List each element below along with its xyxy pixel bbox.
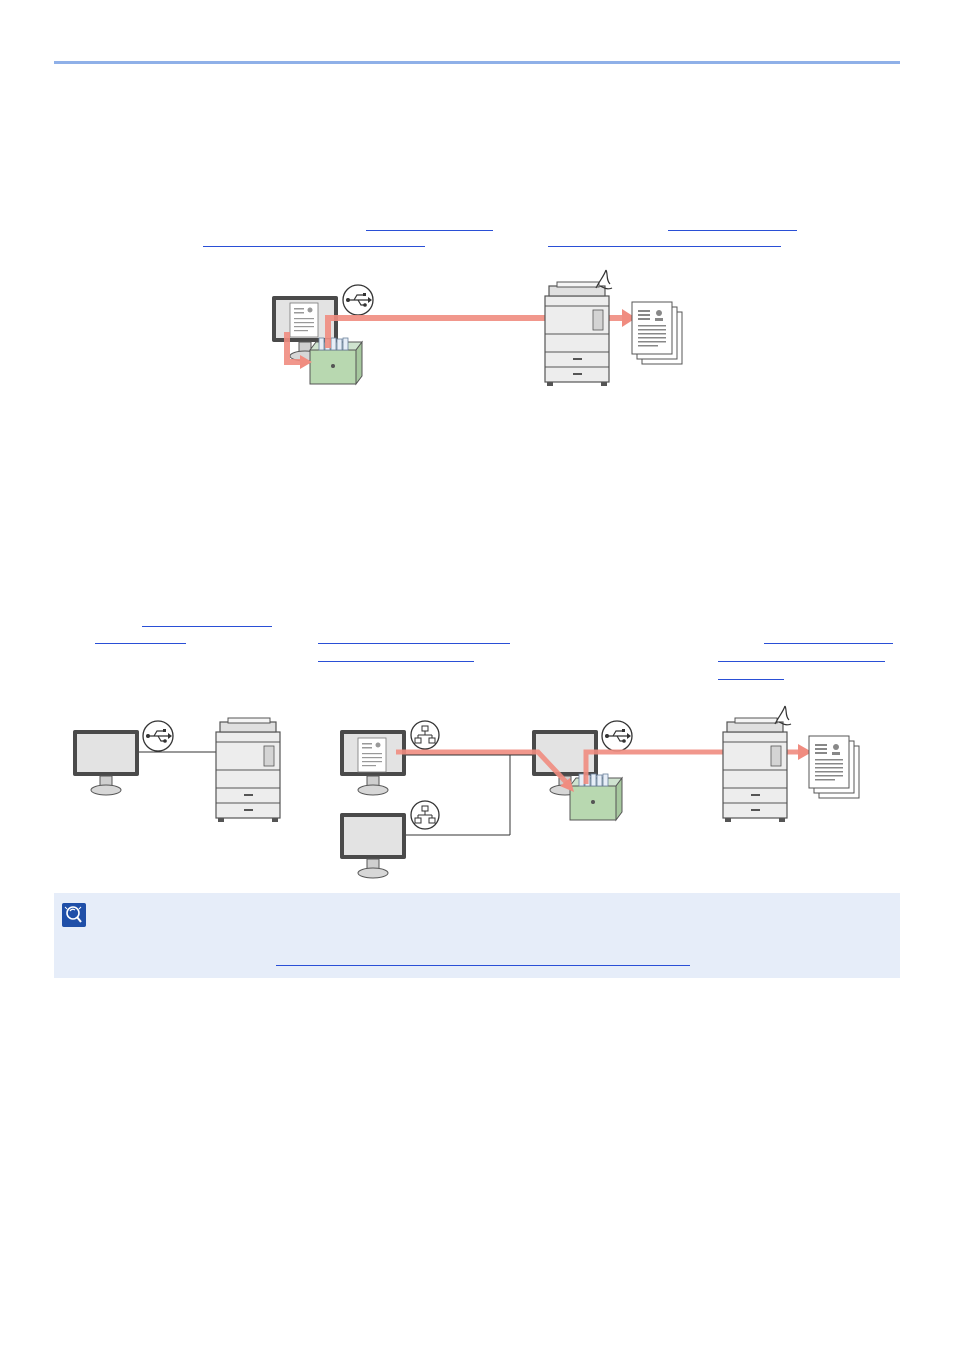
note-link-underline[interactable] bbox=[276, 965, 690, 966]
link-underline[interactable] bbox=[366, 230, 493, 231]
link-underline[interactable] bbox=[764, 643, 893, 644]
flow-arrow-head bbox=[300, 355, 312, 369]
header-rule bbox=[54, 61, 900, 64]
usb-icon bbox=[142, 720, 174, 752]
flow-arrow-head bbox=[798, 744, 812, 760]
printer-icon bbox=[544, 281, 610, 387]
note-box bbox=[54, 893, 900, 978]
usb-icon bbox=[342, 284, 374, 316]
link-underline[interactable] bbox=[318, 661, 474, 662]
link-underline[interactable] bbox=[718, 661, 885, 662]
flow-arrow-head bbox=[622, 309, 636, 327]
flow-arrow bbox=[396, 749, 568, 784]
network-icon bbox=[410, 800, 440, 830]
computer-icon bbox=[72, 729, 140, 796]
link-underline[interactable] bbox=[318, 643, 510, 644]
link-underline[interactable] bbox=[95, 643, 186, 644]
link-underline[interactable] bbox=[203, 246, 425, 247]
storage-box-icon bbox=[309, 337, 363, 385]
flow-arrow bbox=[325, 315, 625, 348]
flow-arrow-head bbox=[560, 778, 574, 792]
printer-icon bbox=[722, 717, 788, 823]
document-thumbnail bbox=[357, 737, 387, 773]
usb-icon bbox=[601, 720, 633, 752]
link-underline[interactable] bbox=[718, 679, 784, 680]
storage-box-icon bbox=[569, 773, 623, 821]
printer-icon bbox=[215, 717, 281, 823]
document-thumbnail bbox=[289, 302, 319, 338]
printed-pages-icon bbox=[631, 301, 683, 365]
link-underline[interactable] bbox=[668, 230, 797, 231]
diagram-network-connection bbox=[72, 705, 860, 879]
link-underline[interactable] bbox=[548, 246, 781, 247]
diagram-local-connection bbox=[271, 269, 683, 387]
note-lightbulb-icon bbox=[62, 903, 86, 927]
printed-pages-icon bbox=[808, 735, 860, 799]
flow-arrow bbox=[284, 332, 302, 365]
link-underline[interactable] bbox=[142, 626, 272, 627]
computer-icon bbox=[339, 812, 407, 879]
network-icon bbox=[410, 720, 440, 750]
